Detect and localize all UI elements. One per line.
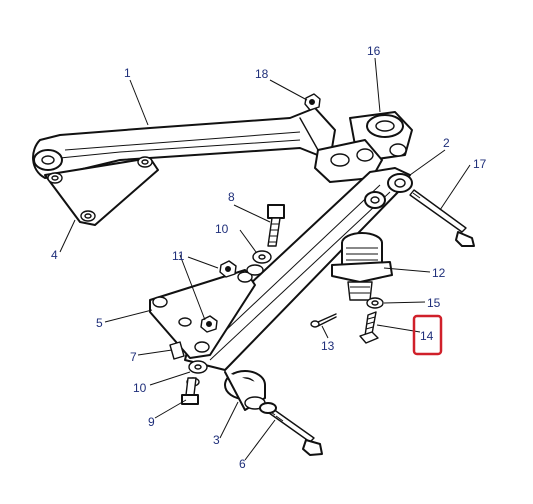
- part-4-bracket: [44, 156, 159, 226]
- part-10-washer-upper: [246, 250, 272, 276]
- callout-17: 17: [473, 157, 487, 171]
- part-2-lower-arm: [184, 167, 413, 411]
- callout-14-highlight-box: [412, 314, 443, 356]
- callout-15: 15: [427, 296, 441, 310]
- callout-6: 6: [239, 457, 246, 471]
- part-8-bolt: [267, 204, 285, 247]
- part-6-long-bolt: [259, 402, 323, 456]
- part-14-bolt: [359, 311, 379, 344]
- callout-2: 2: [443, 136, 450, 150]
- callout-18: 18: [255, 67, 269, 81]
- callout-16: 16: [367, 44, 381, 58]
- part-12-ball-joint: [331, 232, 393, 301]
- callout-12: 12: [432, 266, 446, 280]
- callout-8: 8: [228, 190, 235, 204]
- part-17-long-bolt: [409, 189, 475, 247]
- callout-14: 14: [420, 329, 434, 343]
- callout-10-upper: 10: [215, 222, 229, 236]
- callout-13: 13: [321, 339, 335, 353]
- part-1-upper-arm: [32, 107, 336, 179]
- callout-9: 9: [148, 415, 155, 429]
- callout-7: 7: [130, 350, 137, 364]
- callout-10-lower: 10: [133, 381, 147, 395]
- leader-lines: [59, 57, 471, 461]
- callout-3: 3: [213, 433, 220, 447]
- callout-1: 1: [124, 66, 131, 80]
- part-16-pivot-block: [314, 111, 413, 183]
- part-9-bolt: [181, 377, 199, 405]
- callout-labels: 1 2 3 4 5 6 7 8 9 10 10 11 12 13 14 15 1…: [51, 44, 487, 471]
- part-13-split-pin: [310, 313, 337, 328]
- part-15-washer: [366, 297, 384, 309]
- part-18-nut: [304, 93, 321, 111]
- part-7-stud: [169, 341, 185, 360]
- callout-11: 11: [172, 249, 185, 263]
- callout-5: 5: [96, 316, 103, 330]
- callout-4: 4: [51, 248, 58, 262]
